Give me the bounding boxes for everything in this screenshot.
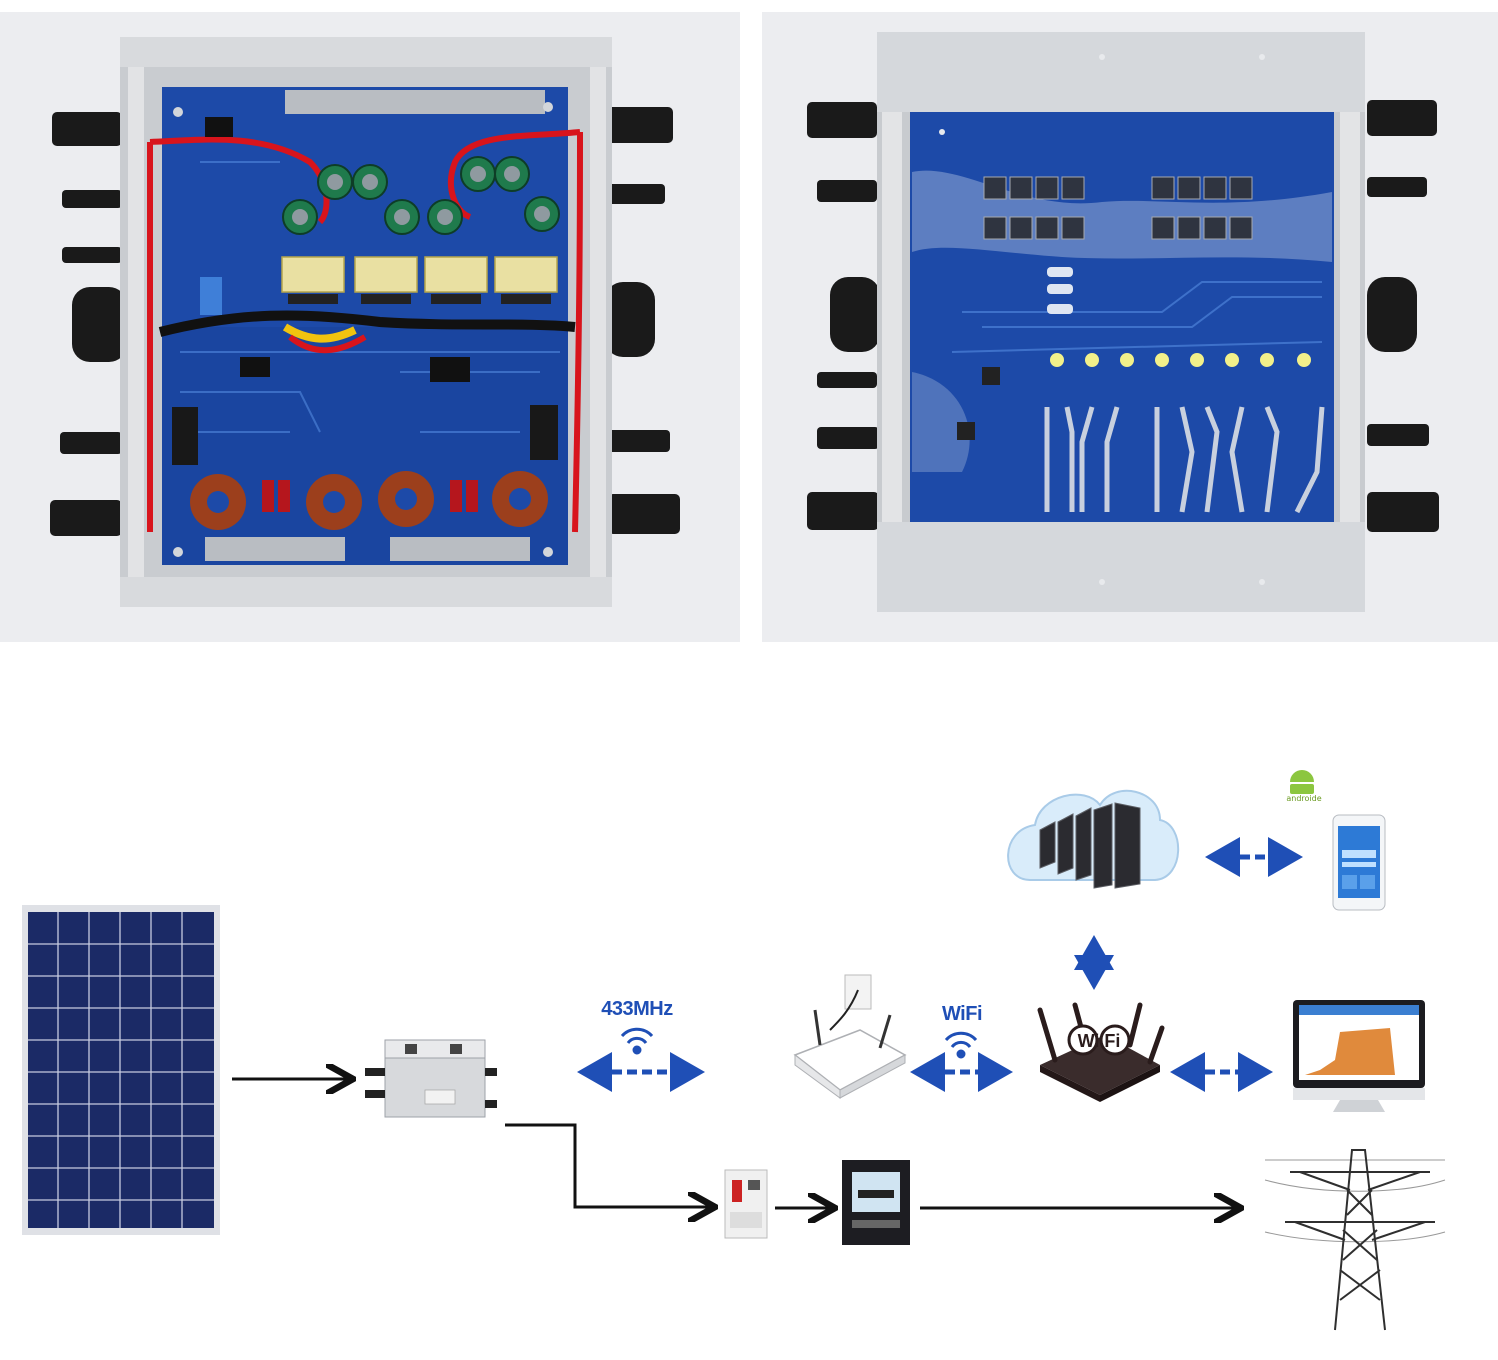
gateway-icon <box>793 974 907 1099</box>
router-label: Wi Fi <box>1078 1031 1121 1051</box>
wifi-signal-icon <box>620 1027 654 1055</box>
cloud-server-icon <box>1007 789 1180 889</box>
solar-panel-icon <box>22 905 220 1235</box>
wifi-signal-icon <box>944 1031 978 1059</box>
wifi-label: WiFi <box>941 1003 983 1025</box>
micro-inverter-icon <box>365 1039 497 1118</box>
power-tower-icon <box>1264 1149 1446 1331</box>
rf-433mhz-label: 433MHz <box>601 998 673 1020</box>
monitor-icon <box>1293 1000 1425 1112</box>
energy-meter-icon <box>842 1160 910 1245</box>
circuit-breaker-icon <box>724 1169 768 1239</box>
wifi-router-icon <box>1037 1002 1165 1102</box>
inverter-pcb-solder-illustration <box>807 32 1439 612</box>
android-icon <box>1290 770 1314 794</box>
inverter-open-top-photo <box>0 12 740 642</box>
android-label: androide <box>1286 794 1322 803</box>
smartphone-icon <box>1332 814 1386 911</box>
inverter-pcb-components-illustration <box>50 37 680 607</box>
inverter-to-breaker-arrow <box>505 1123 712 1207</box>
inverter-open-bottom-photo <box>762 12 1498 642</box>
